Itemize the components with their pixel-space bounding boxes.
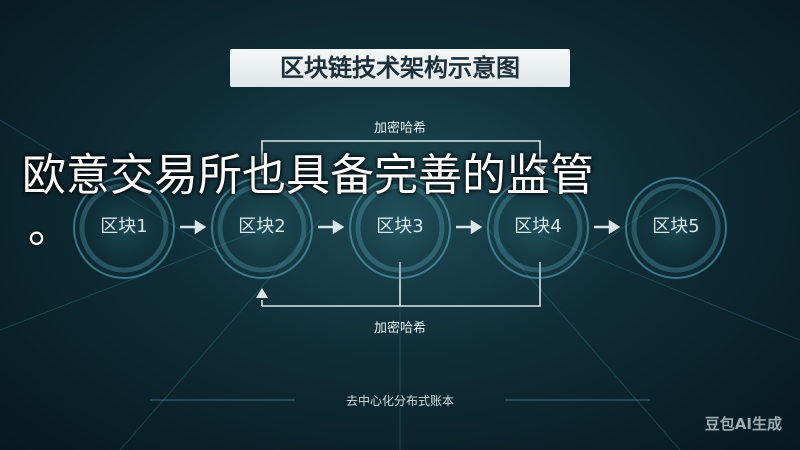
arrow-3-4	[456, 219, 483, 235]
top-hash-label: 加密哈希	[373, 121, 426, 136]
overlay-caption-line2: 。	[28, 202, 72, 253]
arrow-2-3	[318, 219, 345, 235]
arrow-4-5	[594, 219, 621, 235]
footer-label: 去中心化分布式账本	[345, 394, 454, 408]
block-ring-4	[482, 172, 594, 284]
chain-arrows	[180, 219, 621, 235]
bottom-hash-label: 加密哈希	[373, 321, 426, 336]
ai-watermark: 豆包AI生成	[704, 415, 782, 433]
block-label-5: 区块5	[652, 216, 700, 237]
block-ring-5	[620, 172, 732, 284]
block-label-3: 区块3	[376, 216, 424, 237]
block-label-2: 区块2	[238, 216, 286, 237]
block-ring-1	[68, 172, 180, 284]
diagram-title: 区块链技术架构示意图	[230, 49, 570, 87]
block-label-1: 区块1	[100, 216, 148, 237]
block-ring-2	[206, 172, 318, 284]
bottom-hash-arrowhead	[256, 288, 268, 298]
block-label-4: 区块4	[514, 216, 562, 237]
top-hash-arrowhead	[534, 166, 546, 176]
block-ring-3	[344, 172, 456, 284]
overlay-caption-line1: 欧意交易所也具备完善的监管	[22, 150, 594, 201]
arrow-1-2	[180, 219, 207, 235]
top-hash-path	[261, 140, 541, 175]
